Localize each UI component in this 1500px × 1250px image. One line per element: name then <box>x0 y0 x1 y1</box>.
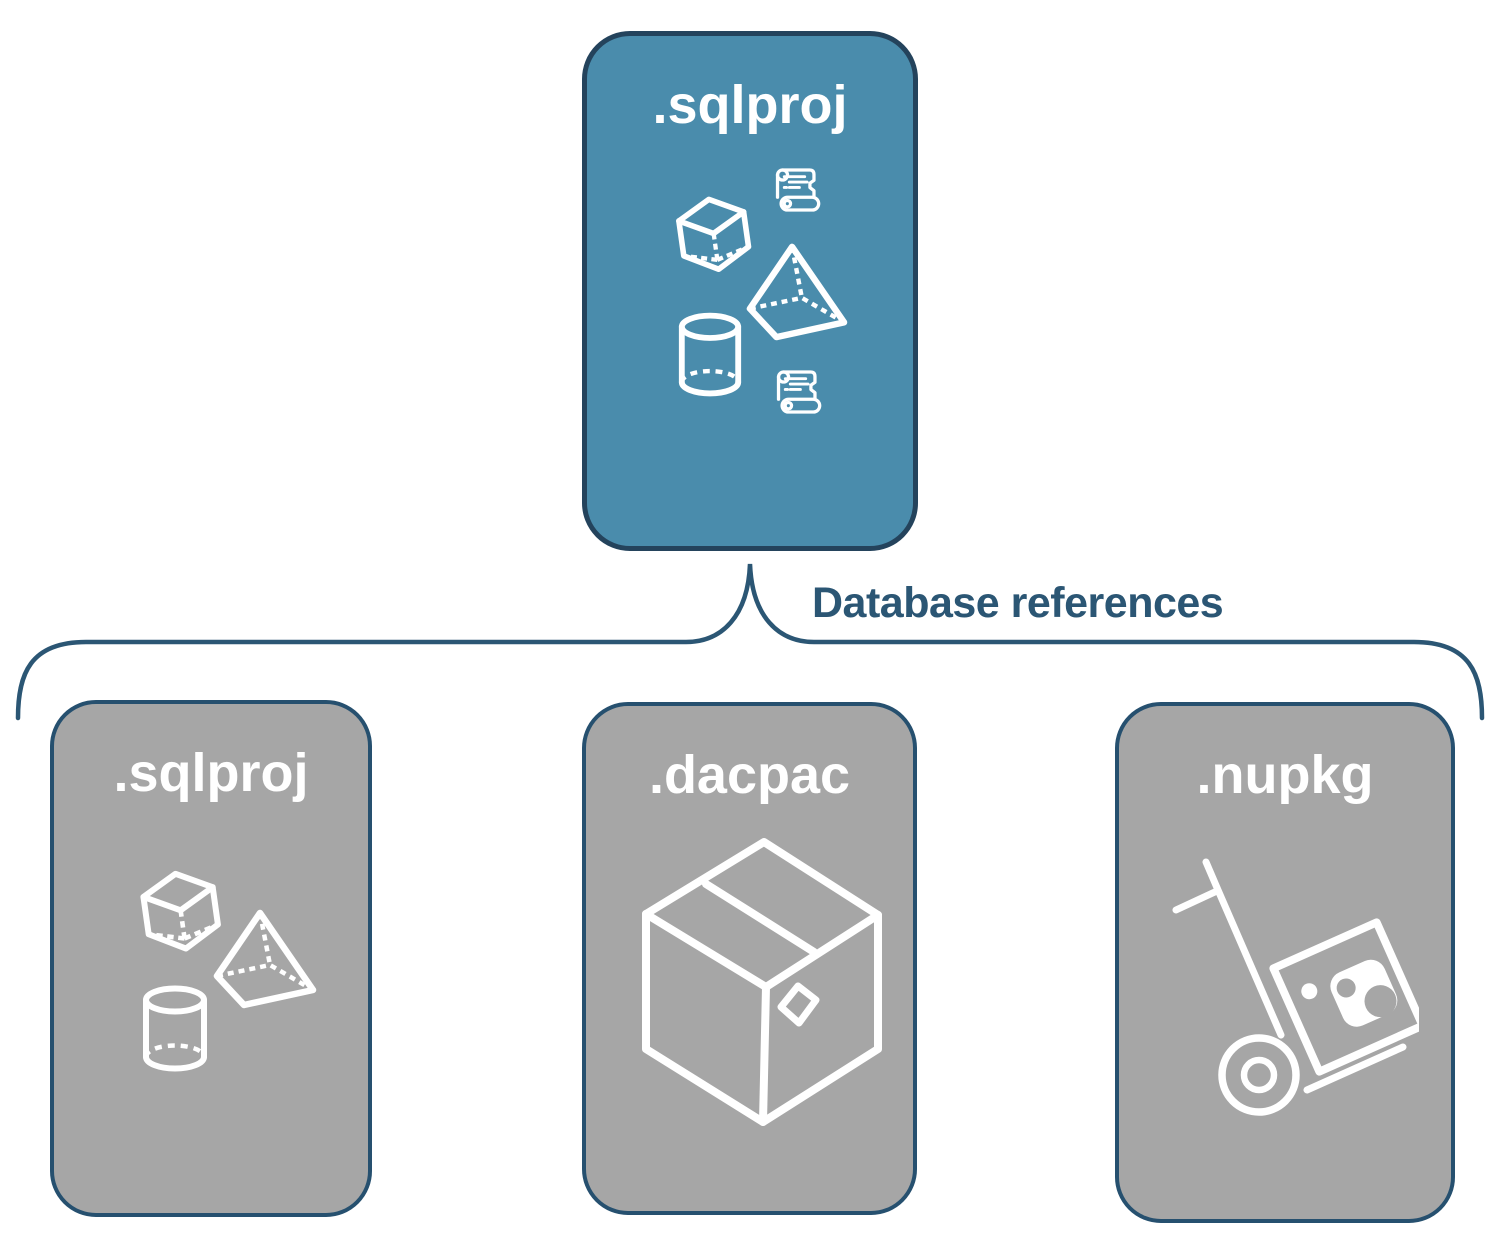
node-root-sqlproj: .sqlproj <box>582 31 918 551</box>
node-root-label: .sqlproj <box>652 75 848 135</box>
pyramid-icon <box>741 239 851 341</box>
cylinder-icon <box>138 985 212 1073</box>
node-child-nupkg-label: .nupkg <box>1196 745 1374 805</box>
node-child-nupkg: .nupkg <box>1115 702 1455 1223</box>
node-child-sqlproj-label: .sqlproj <box>113 743 309 803</box>
package-box-icon <box>638 836 888 1128</box>
hand-truck-package-icon <box>1169 847 1419 1117</box>
scroll-icon <box>768 162 826 216</box>
scroll-icon <box>769 364 827 418</box>
node-child-dacpac-label: .dacpac <box>648 745 851 805</box>
node-child-sqlproj: .sqlproj <box>50 700 372 1217</box>
pyramid-icon <box>208 905 320 1009</box>
cylinder-icon <box>675 312 745 398</box>
connector-label: Database references <box>812 579 1224 627</box>
node-child-dacpac: .dacpac <box>582 702 917 1215</box>
